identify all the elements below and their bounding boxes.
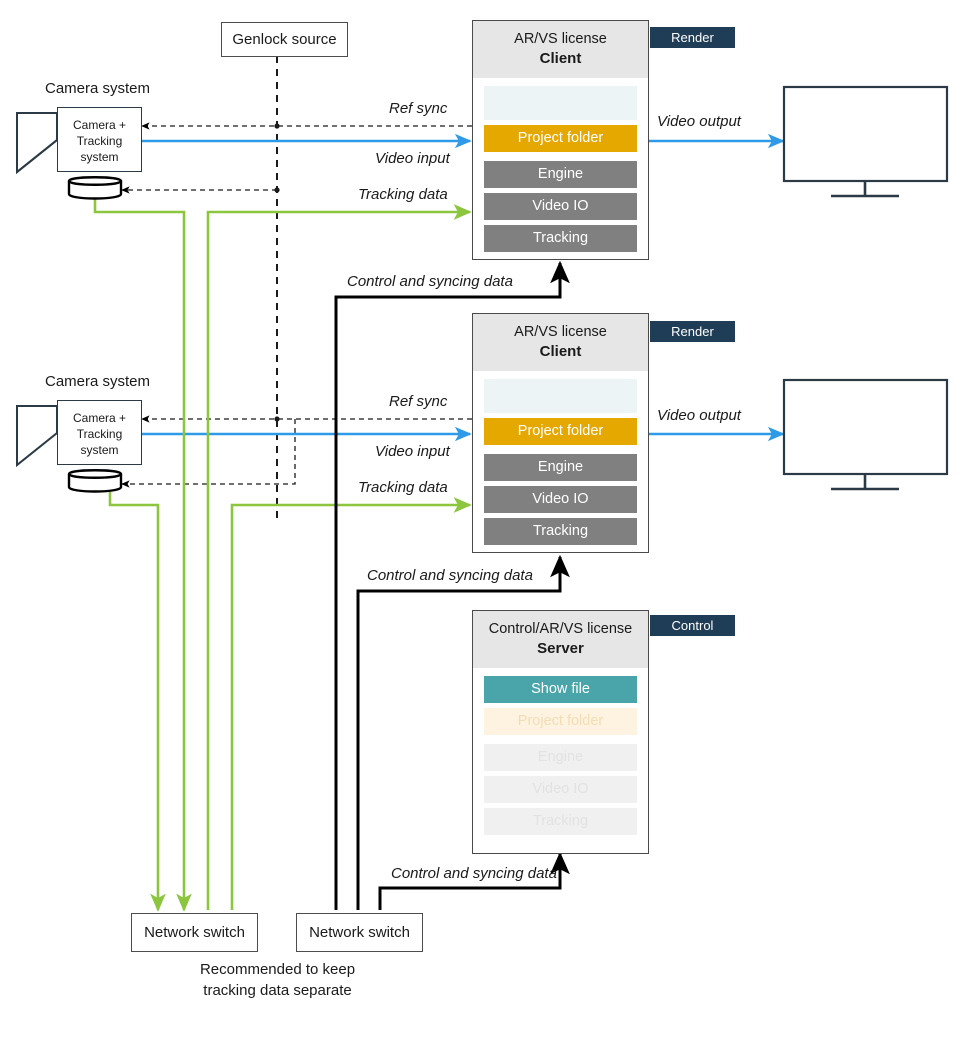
client-2-box[interactable]: AR/VS license Client Project folder Engi… <box>472 313 649 553</box>
camera-system-1-body[interactable] <box>57 107 142 172</box>
camera-system-1-title: Camera system <box>45 80 151 97</box>
server-module-video-io[interactable]: Video IO <box>484 775 637 803</box>
client-2-header: AR/VS license Client <box>473 314 648 371</box>
client-1-role: Client <box>539 49 582 67</box>
client-1-module-project-folder[interactable]: Project folder <box>484 124 637 152</box>
client-1-module-blank[interactable] <box>484 85 637 120</box>
tracking-camera2-to-switch <box>108 492 166 912</box>
client-2-module-video-io[interactable]: Video IO <box>484 485 637 513</box>
client-1-module-video-io[interactable]: Video IO <box>484 192 637 220</box>
client-1-license: AR/VS license <box>514 31 607 47</box>
camera-system-1-body-text: Camera + Tracking system <box>57 118 142 165</box>
camera-system-2-body[interactable] <box>57 400 142 465</box>
camera-body-line2: Tracking <box>76 426 123 441</box>
server-role: Server <box>537 639 584 657</box>
control-sync-switch-to-client2 <box>356 554 570 910</box>
label-control-sync-2: Control and syncing data <box>367 567 533 584</box>
label-tracking-data-2: Tracking data <box>358 479 448 496</box>
client-1-box[interactable]: AR/VS license Client Project folder Engi… <box>472 20 649 260</box>
client-2-module-engine[interactable]: Engine <box>484 453 637 481</box>
camera-system-2-body-text: Camera + Tracking system <box>57 411 142 458</box>
network-switch-tracking-label: Network switch <box>144 924 245 941</box>
label-video-output-2: Video output <box>657 407 741 424</box>
label-video-input-1: Video input <box>375 150 450 167</box>
server-module-project-folder[interactable]: Project folder <box>484 707 637 735</box>
note-line-1: Recommended to keep <box>199 961 356 978</box>
label-video-output-1: Video output <box>657 113 741 130</box>
control-sync-switch-to-client1 <box>334 260 570 910</box>
tracking-puck-icon <box>67 469 123 493</box>
label-ref-sync-2: Ref sync <box>389 393 448 410</box>
label-control-sync-1: Control and syncing data <box>347 273 513 290</box>
client-1-badge-label: Render <box>671 30 714 45</box>
camera-icon <box>16 405 58 468</box>
tracking-camera1-to-switch <box>93 198 192 912</box>
label-ref-sync-1: Ref sync <box>389 100 448 117</box>
server-module-engine[interactable]: Engine <box>484 743 637 771</box>
client-2-badge-label: Render <box>671 324 714 339</box>
server-control-badge: Control <box>650 615 735 636</box>
server-module-tracking[interactable]: Tracking <box>484 807 637 835</box>
camera-system-2-title: Camera system <box>45 373 151 390</box>
client-2-module-tracking[interactable]: Tracking <box>484 517 637 545</box>
client-2-modules: Project folder Engine Video IO Tracking <box>473 371 648 560</box>
tracking-separation-note: Recommended to keep tracking data separa… <box>135 959 420 1001</box>
control-sync-switch-to-server <box>378 851 570 910</box>
genlock-junction-dot <box>274 123 280 129</box>
camera-body-line1: Camera + <box>72 411 127 425</box>
label-control-sync-3: Control and syncing data <box>391 865 557 882</box>
genlock-junction-dot <box>274 187 280 193</box>
camera-body-line3: system <box>80 149 119 164</box>
client-1-module-engine[interactable]: Engine <box>484 160 637 188</box>
server-license: Control/AR/VS license <box>488 621 633 637</box>
client-2-license: AR/VS license <box>514 324 607 340</box>
server-module-show-file[interactable]: Show file <box>484 675 637 703</box>
client-2-render-badge: Render <box>650 321 735 342</box>
genlock-to-camera2-tracker <box>121 419 296 488</box>
server-header: Control/AR/VS license Server <box>473 611 648 668</box>
note-line-2: tracking data separate <box>203 982 352 999</box>
network-switch-control[interactable]: Network switch <box>296 913 423 952</box>
server-badge-label: Control <box>671 618 714 633</box>
label-video-input-2: Video input <box>375 443 450 460</box>
tracking-puck-icon <box>67 176 123 200</box>
genlock-junction-dot <box>274 416 280 422</box>
server-modules: Show file Project folder Engine Video IO… <box>473 668 648 850</box>
client-2-module-blank[interactable] <box>484 378 637 413</box>
camera-body-line1: Camera + <box>72 118 127 132</box>
monitor-icon <box>782 85 949 198</box>
label-tracking-data-1: Tracking data <box>358 186 448 203</box>
tracking-switch-to-client1 <box>206 204 472 910</box>
camera-body-line3: system <box>80 442 119 457</box>
client-1-module-tracking[interactable]: Tracking <box>484 224 637 252</box>
network-switch-tracking[interactable]: Network switch <box>131 913 258 952</box>
tracking-switch-to-client2 <box>230 497 472 910</box>
monitor-icon <box>782 378 949 491</box>
genlock-source-box[interactable]: Genlock source <box>221 22 348 57</box>
client-1-render-badge: Render <box>650 27 735 48</box>
server-box[interactable]: Control/AR/VS license Server Show file P… <box>472 610 649 854</box>
genlock-source-label: Genlock source <box>232 31 337 48</box>
camera-icon <box>16 112 58 175</box>
client-2-role: Client <box>539 342 582 360</box>
client-1-modules: Project folder Engine Video IO Tracking <box>473 78 648 267</box>
client-1-header: AR/VS license Client <box>473 21 648 78</box>
network-switch-control-label: Network switch <box>309 924 410 941</box>
client-2-module-project-folder[interactable]: Project folder <box>484 417 637 445</box>
camera-body-line2: Tracking <box>76 133 123 148</box>
